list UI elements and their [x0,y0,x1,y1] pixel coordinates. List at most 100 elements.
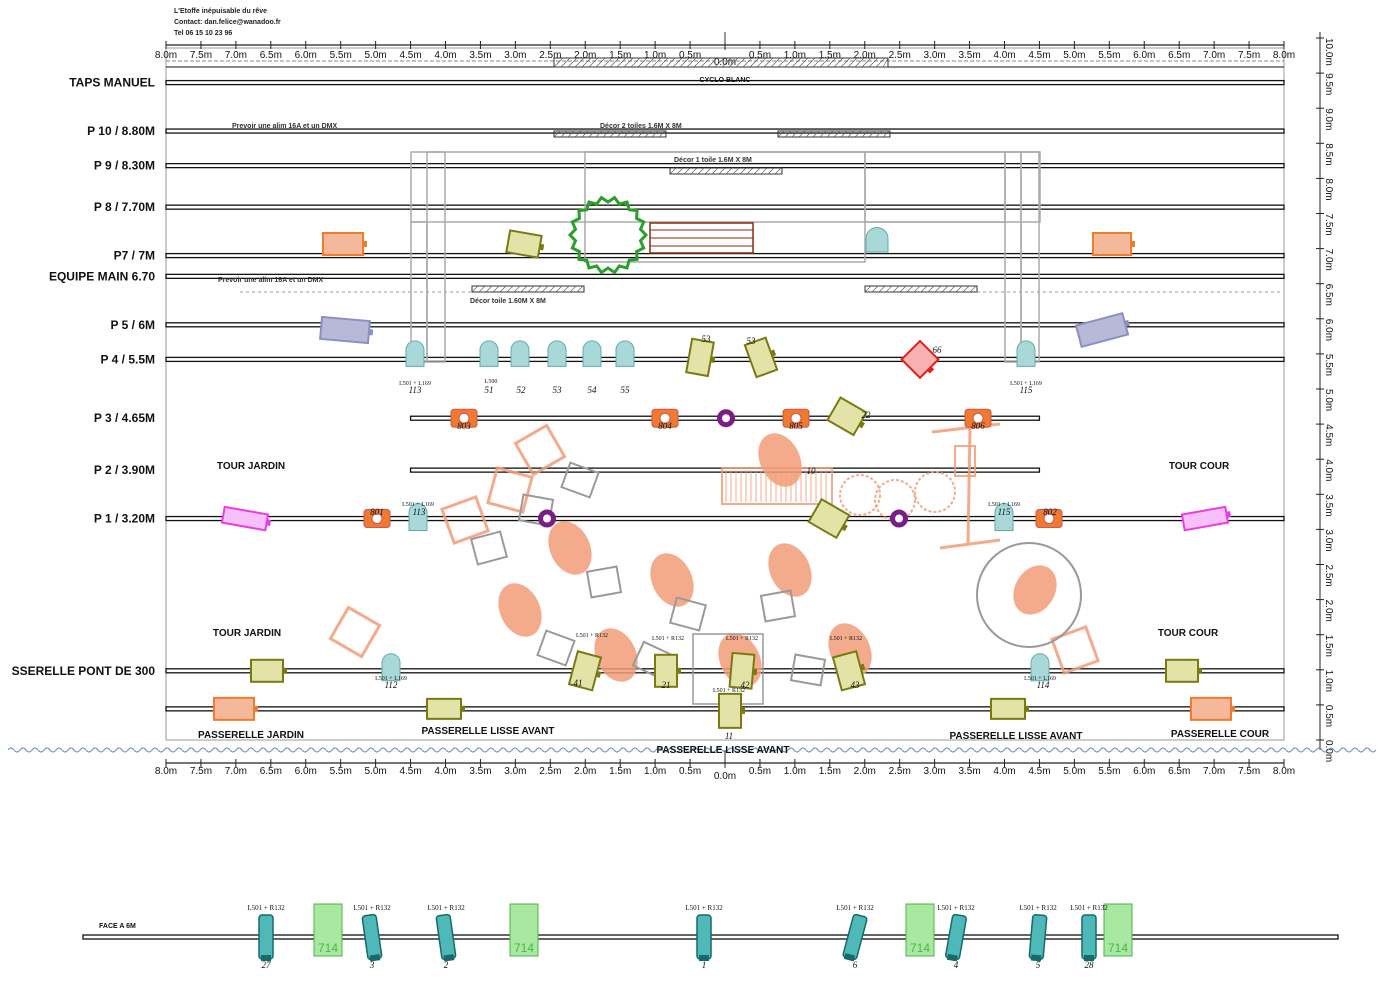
p1-magenta-jardin-lens [266,519,272,527]
cyclo-hatch-hatch [742,57,753,68]
fixture-number: 10 [807,466,817,476]
scale-tick-label: 4.5m [1028,766,1050,777]
face-number: 5 [1036,960,1041,970]
pont-profile [1165,658,1202,683]
prop-chair [548,521,592,575]
decor2-right-hatch [819,130,827,138]
cyclo-hatch-hatch [854,57,865,68]
face-number: 3 [369,960,375,970]
p4-fresnel-body [582,340,602,367]
cyclo-hatch-hatch [728,57,739,68]
lisse-profile [426,697,465,720]
filter-label: L501 + L169 [375,676,407,682]
scale-tick-label: 3.5m [958,766,980,777]
p4-profile [685,337,716,378]
decor2-right-hatch [826,130,834,138]
prop-frame [328,605,382,659]
passerelle-cour-label: PASSERELLE COUR [1171,729,1270,740]
prop-chair [1013,565,1057,615]
bar-label: SSERELLE PONT DE 300 [12,664,156,678]
p7-pc-jardin-body [322,232,364,256]
decor-toile-left-hatch [506,285,514,293]
vscale-tick-label: 0.0m [1323,740,1334,762]
bar-2 [165,162,1285,169]
p4-fresnel [1016,340,1036,367]
decor1-hatch [718,167,726,175]
fixture-number: 115 [1020,385,1033,395]
filter-label: L501 + R132 [576,633,608,639]
decor-toile-right-hatch [864,285,872,293]
p7-profile-body [505,229,543,259]
prop-box [954,445,976,477]
lisse-pc-cour-body [1190,696,1232,721]
p3-par [782,408,810,428]
scale-tick-label: 5.5m [1098,766,1120,777]
p7-pc-cour-lens [1131,241,1135,247]
scale-tick-label: 4.5m [399,766,421,777]
filter-label: L501 + R132 [830,636,862,642]
scale-tick-label: 8.0m [1273,50,1295,61]
vscale-tick-label: 1.5m [1323,635,1334,657]
note-alim: Prevoir une alim 16A et un DMX [218,277,323,284]
p3-profile-lens [858,421,865,429]
cyclo-hatch-hatch [616,57,627,68]
face-filter-label: L501 + R132 [937,904,975,912]
pont-fresnel-body [381,653,401,682]
cyclo-hatch-hatch [595,57,606,68]
bar-5 [165,273,1285,280]
face-spot-lens [443,954,455,962]
p1-magenta-jardin [220,505,272,532]
cyclo-hatch-hatch [784,57,795,68]
filter-label: L501 + L169 [1024,676,1056,682]
lisse-pc-cour-lens [1231,705,1235,712]
scale-tick-label: 1.5m [609,50,631,61]
p3-par-lens [790,412,802,424]
scale-tick-label: 4.0m [434,766,456,777]
prop-chair [650,553,694,607]
face-filter-label: L501 + R132 [353,904,391,912]
decor-toile-left-hatch [513,285,521,293]
scale-tick-label: 0.5m [749,766,771,777]
decor-toile-left-hatch [527,285,535,293]
cyclo-hatch-hatch [833,57,844,68]
prop-chair [498,583,542,637]
prop-frame [1050,625,1100,675]
bar-label: P 10 / 8.80M [87,124,155,138]
cyclo-hatch-hatch [882,57,889,68]
decor-toile-left-hatch [485,285,493,293]
set-frame [864,151,1041,223]
cyclo-hatch-hatch [686,57,697,68]
decor-toile-right-hatch [920,285,928,293]
p3-profile [826,396,868,437]
lisse-pc-jardin-body [213,696,255,721]
p4-fresnel [479,340,499,367]
cyclo-label: CYCLO BLANC [700,77,751,84]
grey-frame [668,596,708,632]
bar-label: P 9 / 8.30M [94,159,155,173]
filter-label: L500 [485,379,498,385]
cyclo-hatch-hatch [658,57,669,68]
vscale-tick-label: 9.0m [1323,108,1334,130]
fixture-number: 53 [553,385,563,395]
decor2-left-hatch [623,130,631,138]
filter-label: L501 + R132 [713,688,745,694]
fixture-number: 22 [862,410,872,420]
decor2-left-hatch [658,130,666,138]
scale-tick-label: 1.0m [644,50,666,61]
filter-label: L501 + L169 [399,381,431,387]
scale-tick-label: 7.0m [225,766,247,777]
scale-tick-label: 2.5m [539,50,561,61]
face-spot-body [1028,913,1048,961]
bar-label: P 5 / 6M [111,318,155,332]
lisse-pc-jardin-lens [254,705,258,712]
p1-par [363,509,391,529]
cyclo-hatch-hatch [875,57,886,68]
decor-toile-left-hatch [520,285,528,293]
decor-toile-right-hatch [871,285,879,293]
decor-toile-right-hatch [941,285,949,293]
decor2-right-hatch [791,130,799,138]
cyclo-hatch-hatch [609,57,620,68]
decor2-right-hatch [812,130,820,138]
scale-tick-label: 6.5m [260,766,282,777]
decor1-hatch [746,167,754,175]
